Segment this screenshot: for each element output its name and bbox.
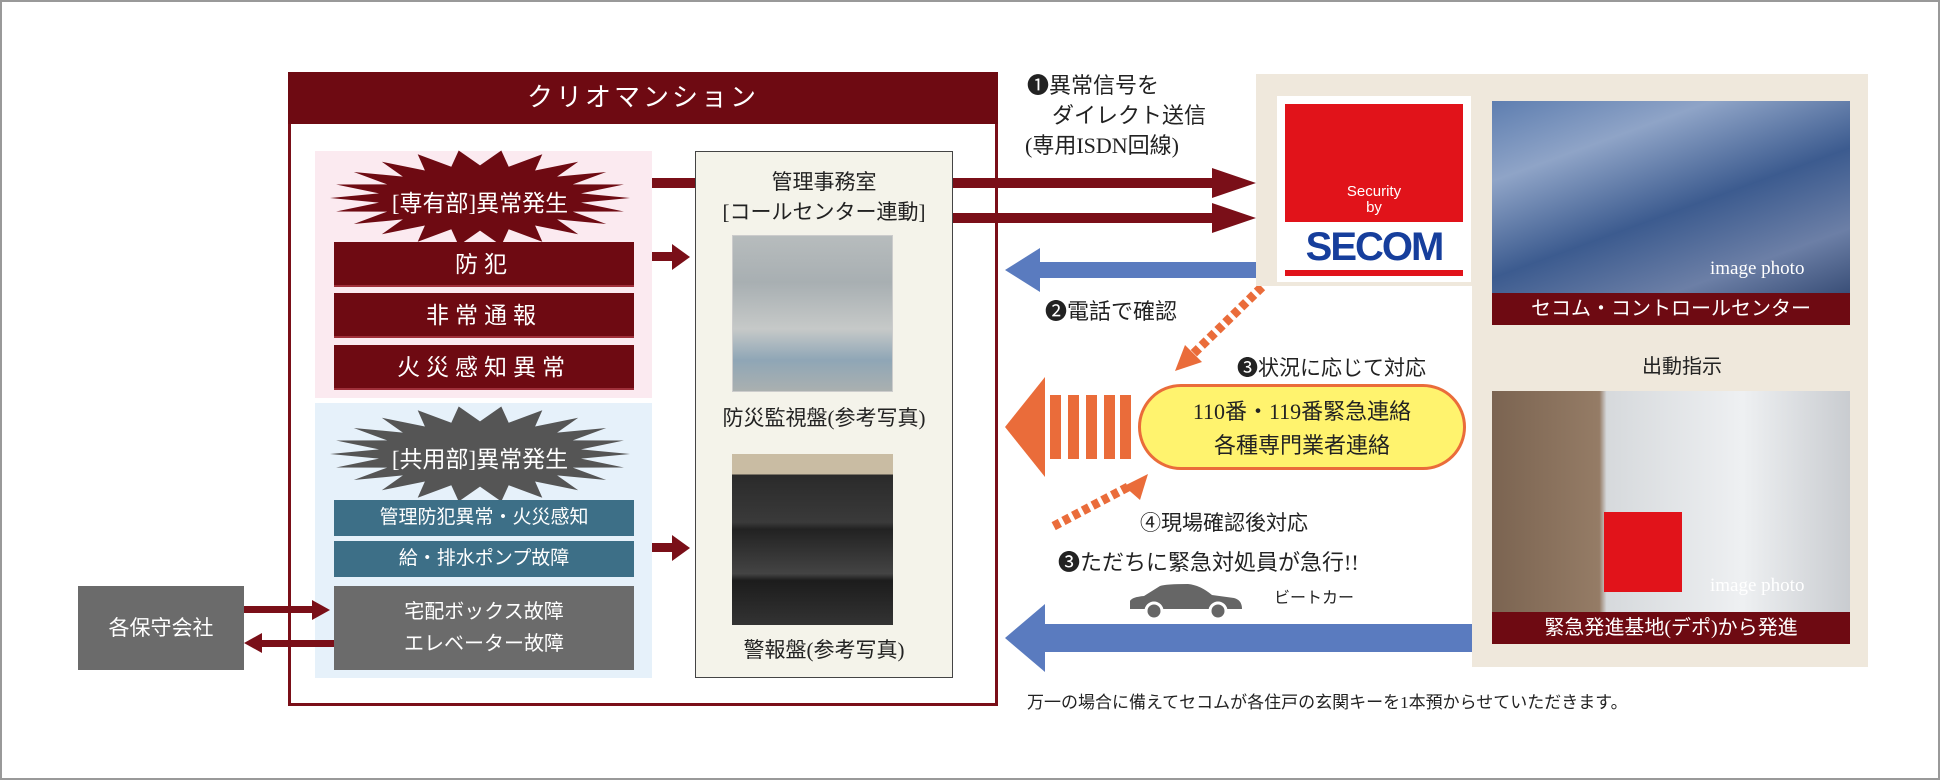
step1-line1: ❶異常信号を [1027, 73, 1160, 98]
fire-monitor-panel-photo [732, 235, 893, 392]
step3b-label: ❸ただちに緊急対処員が急行!! [1058, 550, 1359, 575]
mansion-title: クリオマンション [288, 72, 998, 124]
emergency-contact-pill: 110番・119番緊急連絡 各種専門業者連絡 [1138, 384, 1466, 470]
image-photo-label-2: image photo [1710, 575, 1805, 596]
logo-security: Security [1346, 183, 1402, 200]
delivery-box-fault: 宅配ボックス故障 [404, 601, 564, 623]
control-center-photo [1492, 101, 1850, 293]
emergency-line1: 110番・119番緊急連絡 [1192, 399, 1412, 424]
alarm-panel-photo [732, 454, 893, 625]
alarm-panel-caption: 警報盤(参考写真) [743, 638, 905, 662]
footer-note: 万一の場合に備えてセコムが各住戸の玄関キーを1本預からせていただきます。 [1027, 693, 1628, 712]
common-alert-burst [330, 406, 630, 502]
private-item-fire: 火災感知異常 [334, 345, 634, 390]
common-item-security-fire: 管理防犯異常・火災感知 [334, 500, 634, 536]
phone-confirm-arrow [1005, 248, 1256, 292]
secom-logo: SECOM [1305, 225, 1445, 269]
emergency-call-arrow [1005, 377, 1131, 477]
step4-label: ④現場確認後対応 [1140, 511, 1308, 535]
common-gray-box: 宅配ボックス故障 エレベーター故障 [334, 586, 634, 670]
control-center-caption: セコム・コントロールセンター [1492, 293, 1850, 325]
dispatch-arrow-blue [1005, 604, 1472, 672]
common-alert-title: [共用部]異常発生 [391, 447, 569, 472]
private-alert-burst [330, 150, 630, 246]
private-item-crime: 防犯 [334, 242, 634, 287]
management-title: 管理事務室 [771, 170, 877, 194]
management-subtitle: [コールセンター連動] [722, 200, 926, 224]
elevator-fault: エレベーター故障 [404, 633, 564, 655]
logo-by: by [1366, 199, 1382, 216]
secom-logo-red: Security by [1285, 104, 1463, 222]
depot-caption: 緊急発進基地(デポ)から発進 [1492, 612, 1850, 644]
step1-line3: (専用ISDN回線) [1025, 133, 1179, 158]
orange-dashed-arrows [1049, 283, 1266, 531]
car-door-logo [1604, 512, 1682, 592]
common-item-pump: 給・排水ポンプ故障 [334, 541, 634, 577]
maintenance-company: 各保守会社 [78, 586, 244, 670]
secom-logo-line [1285, 270, 1463, 276]
fire-monitor-caption: 防災監視盤(参考写真) [722, 406, 926, 430]
private-alert-title: [専有部]異常発生 [391, 191, 569, 216]
private-item-emergency: 非常通報 [334, 293, 634, 338]
dispatch-label: 出動指示 [1642, 356, 1722, 378]
step2-label: ❷電話で確認 [1045, 299, 1178, 324]
car-icon [1130, 584, 1242, 621]
emergency-line2: 各種専門業者連絡 [1213, 433, 1390, 458]
step3a-label: ❸状況に応じて対応 [1237, 356, 1426, 380]
image-photo-label: image photo [1710, 258, 1805, 279]
patrol-car-label: ビートカー [1274, 590, 1355, 607]
step1-line2: ダイレクト送信 [1052, 103, 1207, 128]
